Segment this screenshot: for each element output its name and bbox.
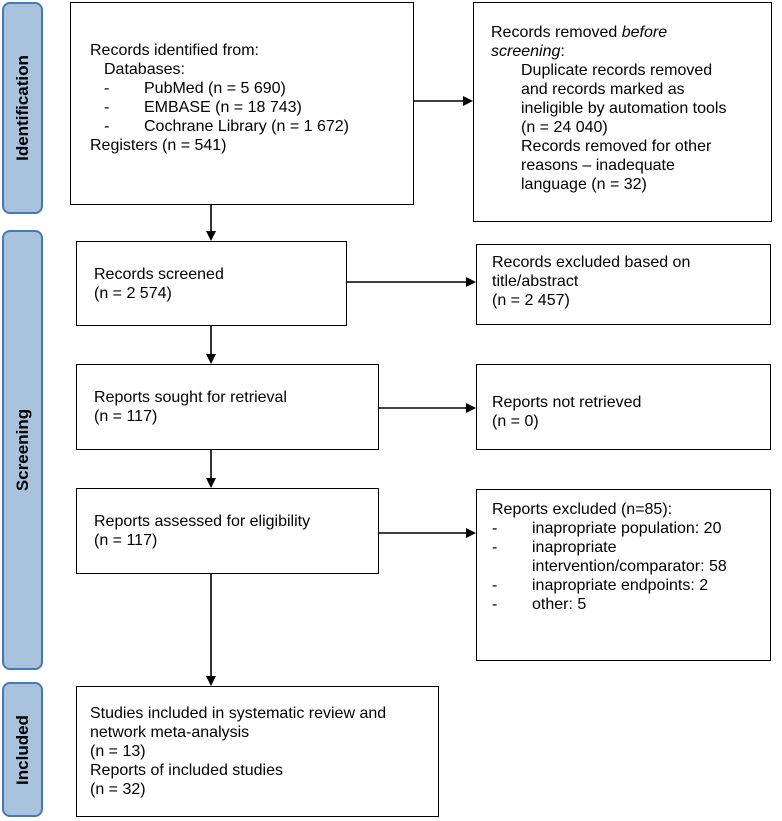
duplicates-removed: Duplicate records removed and records ma… [521,62,727,136]
phase-identification: Identification [2,2,43,214]
exclusion-reason: - inapropriate population: 20 [492,520,722,537]
reports-not-retrieved-box: Reports not retrieved (n = 0) [476,364,771,450]
reports-excluded-box: Reports excluded (n=85): - inapropriate … [476,489,771,661]
registers-count: Registers (n = 541) [90,137,227,154]
studies-included-box: Studies included in systematic review an… [76,686,439,817]
exclusion-reason: - other: 5 [492,596,587,613]
database-item: - PubMed (n = 5 690) [104,80,286,97]
database-item: - EMBASE (n = 18 743) [104,99,302,116]
databases-label: Databases: [104,61,185,78]
records-removed-title: Records removed before [491,24,668,41]
exclusion-reason: - inapropriate intervention/comparator: … [492,539,727,575]
phase-screening: Screening [2,230,43,670]
records-removed-box: Records removed before screening: Duplic… [473,2,772,222]
phase-included: Included [2,682,43,817]
reports-assessed-box: Reports assessed for eligibility (n = 11… [76,488,379,574]
reports-sought-box: Reports sought for retrieval (n = 117) [76,364,379,450]
records-excluded-box: Records excluded based on title/abstract… [476,244,771,325]
records-identified-title: Records identified from: [90,42,259,59]
other-reasons-removed: Records removed for other reasons – inad… [521,138,712,193]
database-item: - Cochrane Library (n = 1 672) [104,118,349,135]
reports-excluded-title: Reports excluded (n=85): [492,501,673,518]
records-screened-box: Records screened (n = 2 574) [76,241,347,326]
records-identified-box: Records identified from: Databases: - Pu… [70,2,414,205]
exclusion-reason: - inapropriate endpoints: 2 [492,577,709,594]
